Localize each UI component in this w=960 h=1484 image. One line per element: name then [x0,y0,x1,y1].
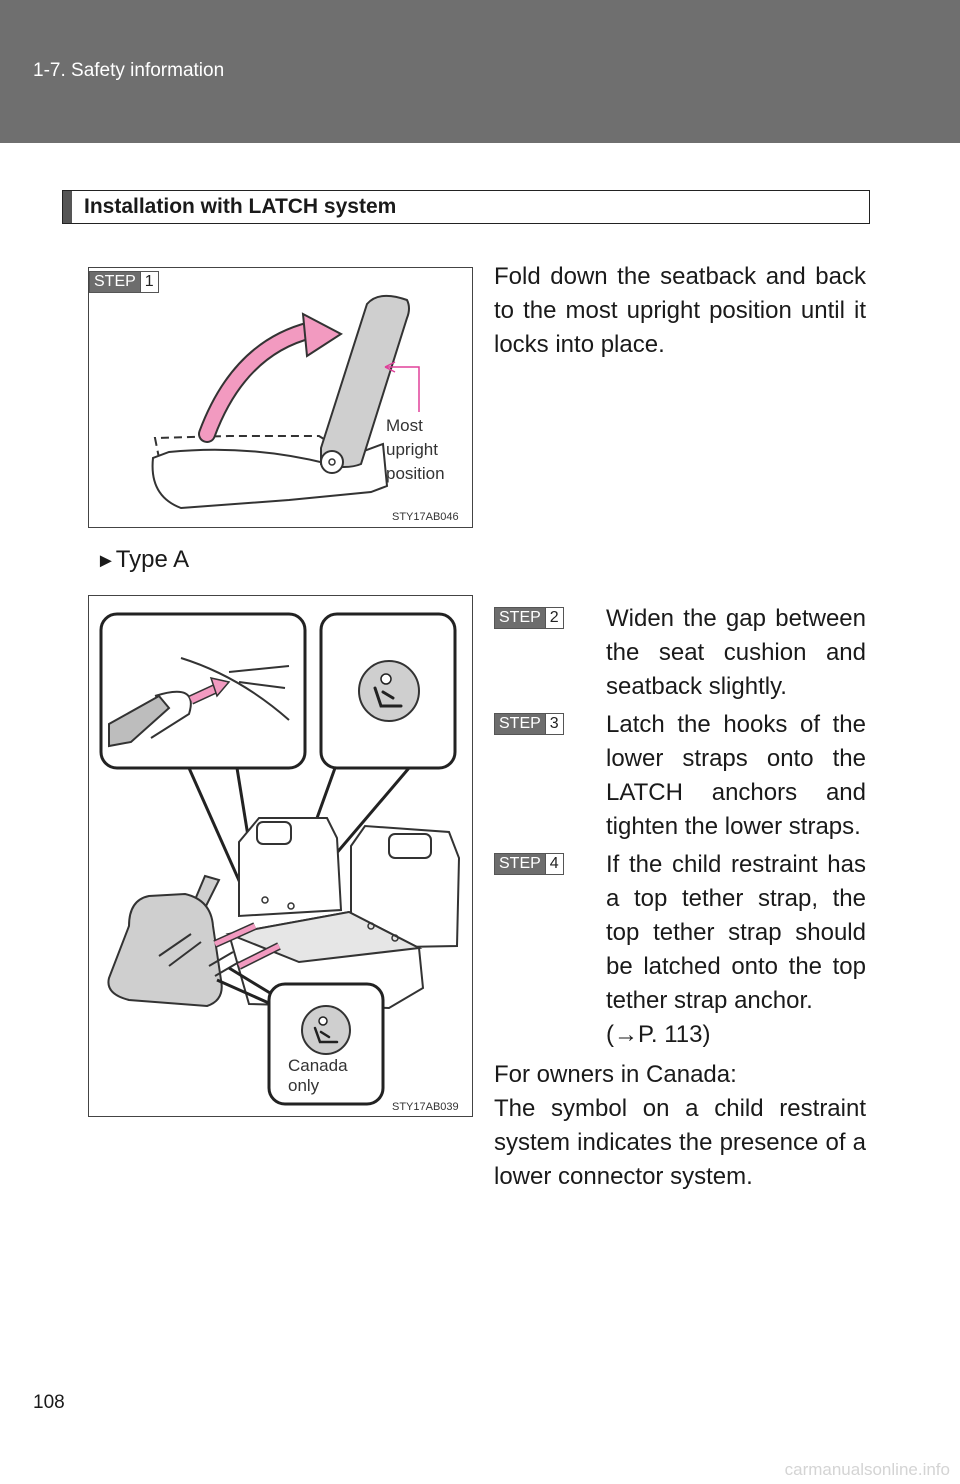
step-1-badge: STEP 1 [89,271,159,293]
step-2-badge: STEP 2 [494,607,564,629]
figure-seatback-fold: STEP 1 Most upright position STY17AB046 [88,267,473,528]
seat-fold-illustration [151,294,420,510]
section-heading-bar [63,191,72,223]
most-upright-position-label: Most upright position [386,416,445,483]
step-4-text: If the child restraint has a top tether … [606,851,866,1014]
triangle-right-icon: ► [96,550,116,572]
page-reference: (→P. 113) [606,1021,711,1048]
section-title: Installation with LATCH system [84,195,397,218]
figure-latch-installation: Canada only STY17AB039 [88,595,473,1117]
page-header: 1-7. Safety information [0,0,960,143]
step-2-text: Widen the gap between the seat cushion a… [606,605,866,700]
figure-code: STY17AB039 [392,1101,459,1113]
watermark-footer: carmanualsonline.info [784,1460,950,1479]
canada-note-heading: For owners in Canada: [494,1061,737,1088]
figure-code: STY17AB046 [392,511,459,523]
step-1-text: Fold down the seatback and back to the m… [494,263,866,358]
latch-installation-illustration [99,612,461,1106]
page-number: 108 [33,1392,65,1413]
type-a-label: ►Type A [96,546,190,573]
step-3-text: Latch the hooks of the lower straps onto… [606,711,866,840]
canada-note-text: The symbol on a child restraint system i… [494,1095,866,1190]
canada-only-label: Canada only [288,1056,348,1095]
step-3-badge: STEP 3 [494,713,564,735]
section-heading: Installation with LATCH system [62,190,870,224]
step-4-badge: STEP 4 [494,853,564,875]
breadcrumb: 1-7. Safety information [33,60,225,81]
